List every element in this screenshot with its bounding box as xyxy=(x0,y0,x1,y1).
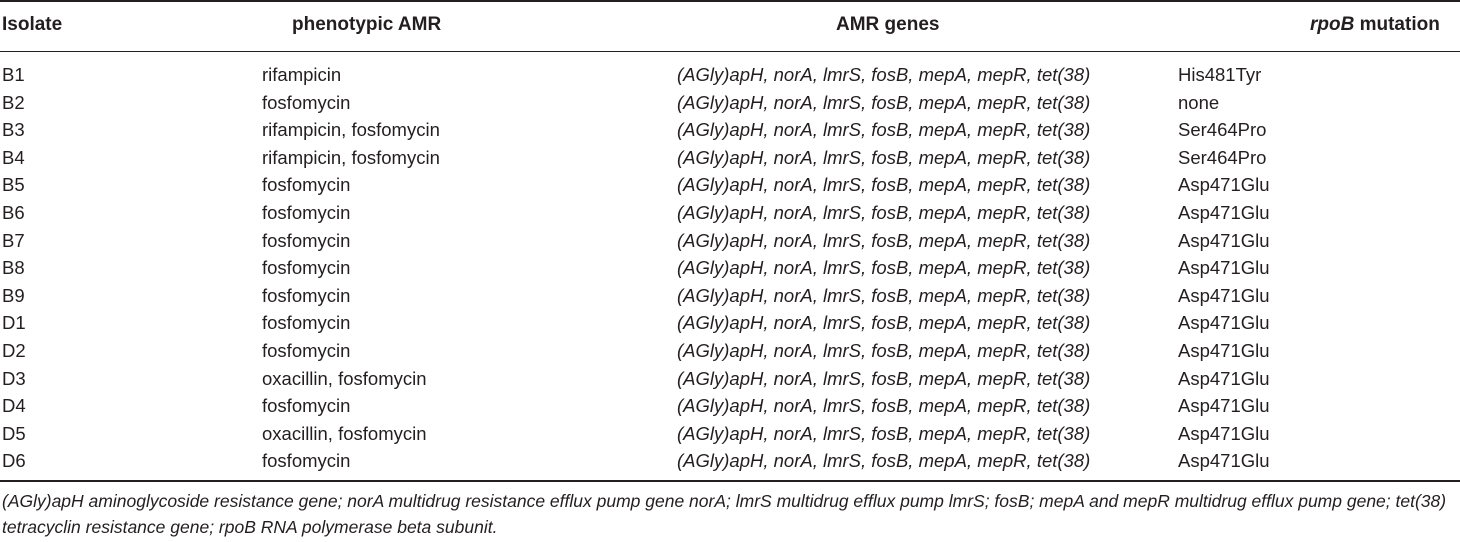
header-rpob-mutation: rpoB mutation xyxy=(1310,14,1440,36)
header-mutation-suffix: mutation xyxy=(1354,14,1440,35)
cell-amr-genes: (AGly)apH, norA, lmrS, fosB, mepA, mepR,… xyxy=(677,422,1091,444)
cell-isolate: B8 xyxy=(2,257,25,279)
cell-isolate: B6 xyxy=(2,201,25,223)
cell-rpob-mutation: Asp471Glu xyxy=(1178,257,1270,279)
cell-isolate: B5 xyxy=(2,174,25,196)
cell-phenotypic-amr: rifampicin xyxy=(262,64,342,85)
header-phenotypic-amr: phenotypic AMR xyxy=(292,14,442,35)
cell-amr-genes: (AGly)apH, norA, lmrS, fosB, mepA, mepR,… xyxy=(677,146,1091,168)
cell-phenotypic-amr: fosfomycin xyxy=(262,395,351,417)
header-amr-genes: AMR genes xyxy=(836,14,940,35)
cell-phenotypic-amr: fosfomycin xyxy=(262,257,351,279)
bottom-rule xyxy=(0,480,1460,482)
cell-isolate: D6 xyxy=(2,450,26,472)
table-row: B9 fosfomycin (AGly)apH, norA, lmrS, fosB,… xyxy=(0,283,1460,311)
cell-amr-genes: (AGly)apH, norA, lmrS, fosB, mepA, mepR,… xyxy=(677,312,1091,334)
cell-amr-genes: (AGly)apH, norA, lmrS, fosB, mepA, mepR,… xyxy=(677,257,1091,279)
cell-isolate: D4 xyxy=(2,395,26,417)
table-row: D3 oxacillin, fosfomycin (AGly)apH, norA, … xyxy=(0,366,1460,394)
cell-phenotypic-amr: fosfomycin xyxy=(262,201,351,223)
cell-phenotypic-amr: oxacillin, fosfomycin xyxy=(262,367,427,389)
cell-rpob-mutation: Asp471Glu xyxy=(1178,229,1270,251)
cell-phenotypic-amr: fosfomycin xyxy=(262,339,351,361)
cell-isolate: D2 xyxy=(2,339,26,361)
cell-rpob-mutation: none xyxy=(1178,91,1220,113)
cell-isolate: B9 xyxy=(2,284,25,306)
table-row: B3 rifampicin, fosfomycin (AGly)apH, norA,… xyxy=(0,117,1460,145)
cell-isolate: B7 xyxy=(2,229,25,251)
cell-phenotypic-amr: rifampicin, fosfomycin xyxy=(262,146,440,168)
cell-isolate: D3 xyxy=(2,367,26,389)
cell-rpob-mutation: Ser464Pro xyxy=(1178,146,1267,168)
cell-isolate: B3 xyxy=(2,119,25,141)
table-row: B7 fosfomycin (AGly)apH, norA, lmrS, fosB,… xyxy=(0,228,1460,256)
cell-amr-genes: (AGly)apH, norA, lmrS, fosB, mepA, mepR,… xyxy=(677,229,1091,251)
cell-amr-genes: (AGly)apH, norA, lmrS, fosB, mepA, mepR,… xyxy=(677,367,1091,389)
cell-phenotypic-amr: fosfomycin xyxy=(262,174,351,196)
table-row: D4 fosfomycin (AGly)apH, norA, lmrS, fosB,… xyxy=(0,393,1460,421)
table-body: B1 rifampicin (AGly)apH, norA, lmrS, fosB,… xyxy=(0,62,1460,476)
cell-phenotypic-amr: fosfomycin xyxy=(262,91,351,113)
table-row: B2 fosfomycin (AGly)apH, norA, lmrS, fosB,… xyxy=(0,90,1460,118)
cell-isolate: B1 xyxy=(2,64,25,85)
cell-amr-genes: (AGly)apH, norA, lmrS, fosB, mepA, mepR,… xyxy=(677,450,1091,472)
cell-rpob-mutation: Asp471Glu xyxy=(1178,422,1270,444)
header-rpob-gene: rpoB xyxy=(1310,14,1355,35)
cell-rpob-mutation: Asp471Glu xyxy=(1178,201,1270,223)
cell-isolate: B4 xyxy=(2,146,25,168)
cell-rpob-mutation: Ser464Pro xyxy=(1178,119,1267,141)
cell-rpob-mutation: Asp471Glu xyxy=(1178,284,1270,306)
table-row: B1 rifampicin (AGly)apH, norA, lmrS, fosB,… xyxy=(0,62,1460,90)
header-isolate: Isolate xyxy=(2,14,63,35)
table-row: B6 fosfomycin (AGly)apH, norA, lmrS, fosB,… xyxy=(0,200,1460,228)
cell-amr-genes: (AGly)apH, norA, lmrS, fosB, mepA, mepR,… xyxy=(677,174,1091,196)
cell-rpob-mutation: Asp471Glu xyxy=(1178,312,1270,334)
cell-amr-genes: (AGly)apH, norA, lmrS, fosB, mepA, mepR,… xyxy=(677,284,1091,306)
cell-isolate: B2 xyxy=(2,91,25,113)
table-row: B8 fosfomycin (AGly)apH, norA, lmrS, fosB,… xyxy=(0,255,1460,283)
cell-rpob-mutation: Asp471Glu xyxy=(1178,339,1270,361)
table-row: D2 fosfomycin (AGly)apH, norA, lmrS, fosB,… xyxy=(0,338,1460,366)
cell-phenotypic-amr: fosfomycin xyxy=(262,284,351,306)
cell-amr-genes: (AGly)apH, norA, lmrS, fosB, mepA, mepR,… xyxy=(677,339,1091,361)
cell-phenotypic-amr: fosfomycin xyxy=(262,312,351,334)
cell-phenotypic-amr: fosfomycin xyxy=(262,450,351,472)
cell-rpob-mutation: Asp471Glu xyxy=(1178,450,1270,472)
cell-rpob-mutation: Asp471Glu xyxy=(1178,174,1270,196)
cell-isolate: D1 xyxy=(2,312,26,334)
cell-phenotypic-amr: oxacillin, fosfomycin xyxy=(262,422,427,444)
cell-amr-genes: (AGly)apH, norA, lmrS, fosB, mepA, mepR,… xyxy=(677,64,1091,85)
cell-amr-genes: (AGly)apH, norA, lmrS, fosB, mepA, mepR,… xyxy=(677,395,1091,417)
cell-phenotypic-amr: fosfomycin xyxy=(262,229,351,251)
cell-isolate: D5 xyxy=(2,422,26,444)
cell-phenotypic-amr: rifampicin, fosfomycin xyxy=(262,119,440,141)
cell-amr-genes: (AGly)apH, norA, lmrS, fosB, mepA, mepR,… xyxy=(677,119,1091,141)
table-footnote: (AGly)apH aminoglycoside resistance gene… xyxy=(2,491,1447,537)
cell-rpob-mutation: Asp471Glu xyxy=(1178,367,1270,389)
cell-amr-genes: (AGly)apH, norA, lmrS, fosB, mepA, mepR,… xyxy=(677,91,1091,113)
top-rule xyxy=(0,0,1460,2)
table-row: B5 fosfomycin (AGly)apH, norA, lmrS, fosB,… xyxy=(0,172,1460,200)
header-rule xyxy=(0,51,1460,52)
cell-amr-genes: (AGly)apH, norA, lmrS, fosB, mepA, mepR,… xyxy=(677,201,1091,223)
table-row: D1 fosfomycin (AGly)apH, norA, lmrS, fosB,… xyxy=(0,310,1460,338)
table-row: D5 oxacillin, fosfomycin (AGly)apH, norA, … xyxy=(0,421,1460,449)
table-row: B4 rifampicin, fosfomycin (AGly)apH, norA,… xyxy=(0,145,1460,173)
table-row: D6 fosfomycin (AGly)apH, norA, lmrS, fosB,… xyxy=(0,448,1460,476)
cell-rpob-mutation: His481Tyr xyxy=(1178,64,1262,85)
cell-rpob-mutation: Asp471Glu xyxy=(1178,395,1270,417)
